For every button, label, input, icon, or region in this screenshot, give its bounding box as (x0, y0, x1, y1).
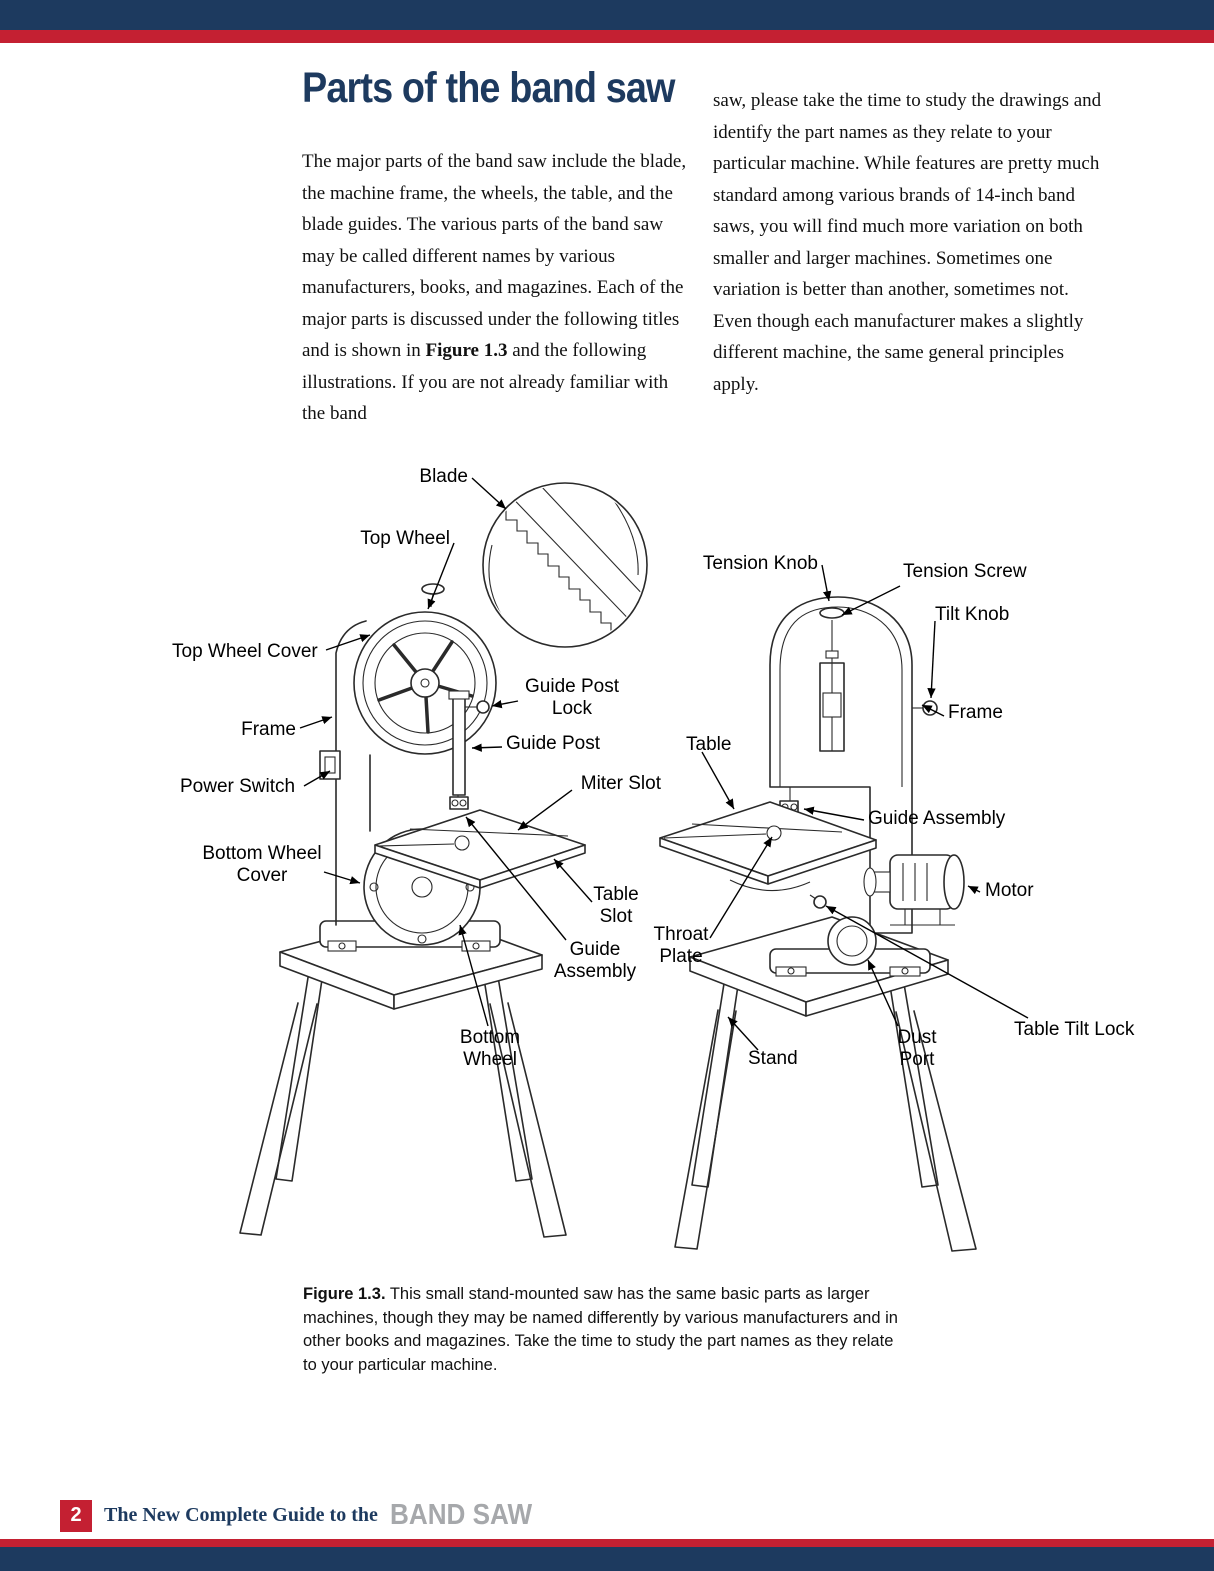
bottom-red-stripe (0, 1539, 1214, 1547)
figure-caption-text: This small stand-mounted saw has the sam… (303, 1285, 898, 1374)
page-title: Parts of the band saw (302, 64, 676, 112)
blade-detail-inset (482, 482, 648, 648)
body-text: and the following illustrations. If you … (302, 340, 669, 424)
body-column-left: The major parts of the band saw include … (302, 146, 696, 430)
label-guide-post: Guide Post (506, 733, 600, 754)
left-saw-drawing (239, 583, 586, 1238)
label-guide-post-lock: Guide Post Lock (525, 676, 619, 719)
label-power-switch: Power Switch (180, 776, 296, 797)
label-tilt-knob: Tilt Knob (935, 604, 1010, 625)
page-number-badge: 2 (60, 1499, 92, 1532)
label-table-tilt-lock: Table Tilt Lock (1014, 1019, 1135, 1040)
right-saw-drawing (659, 596, 977, 1252)
body-text: The major parts of the band saw include … (302, 151, 687, 361)
label-top-wheel-cover: Top Wheel Cover (172, 641, 318, 662)
label-guide-assembly-left: Guide Assembly (553, 939, 637, 982)
label-stand: Stand (748, 1048, 798, 1069)
footer-book-title: BAND SAW (389, 1499, 532, 1531)
label-frame-right: Frame (948, 702, 1003, 723)
label-top-wheel: Top Wheel (360, 528, 450, 549)
footer: 2 The New Complete Guide to the BAND SAW (60, 1499, 548, 1532)
label-tension-knob: Tension Knob (702, 553, 818, 574)
bottom-navy-bar (0, 1547, 1214, 1571)
label-frame-left: Frame (241, 719, 296, 740)
figure-caption-label: Figure 1.3. (303, 1285, 386, 1303)
band-saw-diagram (239, 477, 1029, 1252)
top-red-stripe (0, 30, 1214, 43)
label-miter-slot: Miter Slot (580, 773, 661, 794)
label-throat-plate: Throat Plate (653, 924, 709, 967)
label-motor: Motor (985, 880, 1034, 901)
footer-series-title: The New Complete Guide to the (104, 1504, 378, 1526)
figure-caption: Figure 1.3. This small stand-mounted saw… (303, 1283, 903, 1377)
label-table-slot: Table Slot (593, 884, 639, 927)
label-blade: Blade (419, 466, 468, 487)
label-guide-assembly-right: Guide Assembly (868, 808, 1006, 829)
label-bottom-wheel: Bottom Wheel (459, 1027, 521, 1070)
label-dust-port: Dust Port (897, 1027, 937, 1070)
label-bottom-wheel-cover: Bottom Wheel Cover (202, 843, 322, 886)
label-table: Table (686, 734, 732, 755)
leader-lines (299, 477, 1029, 1051)
body-column-right: saw, please take the time to study the d… (713, 90, 1102, 395)
label-tension-screw: Tension Screw (903, 561, 1027, 582)
figure-reference: Figure 1.3 (425, 340, 508, 361)
top-navy-bar (0, 0, 1214, 30)
